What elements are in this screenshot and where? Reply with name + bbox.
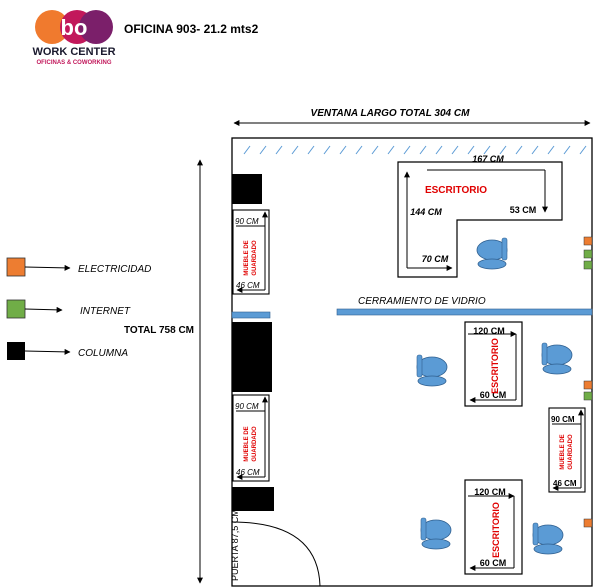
storage-cabinet-1: 90 CM 46 CM MUEBLE DE GUARDADO [232,209,270,295]
door: PUERTA 87,5 CM [230,509,321,587]
desk-middle-width: 120 CM [473,326,505,336]
company-logo: bo [35,10,113,44]
legend: ELECTRICIDAD INTERNET COLUMNA [6,257,151,360]
l-shaped-desk: 167 CM 144 CM 53 CM 70 CM ESCRITORIO [397,154,563,278]
cabinet-3-label-line1: MUEBLE DE [560,434,566,469]
chair-bottom-right [532,522,564,555]
internet-outlet-3 [583,391,593,401]
cabinet-3-height: 90 CM [551,415,575,424]
cabinet-2-label-line2: GUARDADO [252,426,258,462]
electric-outlet-2 [583,380,593,390]
column-top [232,174,262,204]
chair-bottom-left [420,517,452,550]
chair-arm [532,522,539,546]
chairs [416,237,573,555]
desk-middle-depth: 60 CM [480,390,507,400]
electric-outlet-3 [583,518,593,528]
desk-middle: 120 CM 60 CM ESCRITORIO [464,321,523,407]
legend-label-internet: INTERNET [80,306,131,317]
brand-tagline: OFICINAS & COWORKING [37,60,112,66]
legend-label-electricidad: ELECTRICIDAD [78,264,151,275]
chair-back [542,363,572,375]
cabinet-1-height: 90 CM [235,217,259,226]
total-length-dimension: TOTAL 758 CM [124,159,203,584]
desk-bottom-width: 120 CM [474,487,506,497]
chair-middle-right [541,342,573,375]
chair-l-desk [476,237,508,270]
logo-circle-orange [35,10,69,44]
desk-bottom-label: ESCRITORIO [491,502,501,558]
chair-middle-left [416,354,448,387]
window-hatching [243,145,587,155]
glass-partition-left [231,311,271,319]
cabinet-3-label-line2: GUARDADO [568,434,574,470]
page-title: OFICINA 903- 21.2 mts2 [124,22,259,36]
cabinet-3-width: 46 CM [553,479,577,488]
logo-circle-purple [79,10,113,44]
legend-swatch-electricidad [6,257,26,277]
internet-outlet-1 [583,249,593,259]
cabinet-1-label-line1: MUEBLE DE [244,240,250,275]
logo-letters: bo [61,15,88,40]
room-outline [231,137,593,587]
legend-swatch-columna [7,342,25,360]
l-desk-left-dimension: 144 CM [410,207,442,217]
desk-bottom: 120 CM 60 CM ESCRITORIO [464,479,523,575]
legend-label-columna: COLUMNA [78,348,128,359]
cabinet-1-width: 46 CM [236,281,260,290]
total-length-label: TOTAL 758 CM [124,325,194,336]
glass-partition-right [336,308,593,316]
cabinet-2-height: 90 CM [235,402,259,411]
glass-partition-label: CERRAMIENTO DE VIDRIO [358,296,486,307]
desk-bottom-depth: 60 CM [480,558,507,568]
chair-back [477,258,507,270]
column-middle [232,322,272,392]
cabinet-1-label-line2: GUARDADO [252,240,258,276]
brand-name: WORK CENTER [32,46,115,58]
legend-swatch-internet [6,299,26,319]
electric-outlet-1 [583,236,593,246]
chair-back [417,375,447,387]
chair-back [533,543,563,555]
l-desk-right-dimension: 53 CM [510,205,537,215]
l-desk-bottom-dimension: 70 CM [422,254,449,264]
cabinet-2-width: 46 CM [236,468,260,477]
window-dimension: VENTANA LARGO TOTAL 304 CM [233,108,591,126]
column-bottom [232,487,274,511]
l-desk-label: ESCRITORIO [425,185,487,196]
chair-arm [541,342,548,366]
l-desk-top-dimension: 167 CM [472,154,504,164]
desk-middle-label: ESCRITORIO [490,338,500,394]
chair-back [421,538,451,550]
cabinet-2-label-line1: MUEBLE DE [244,426,250,461]
chair-arm [420,517,427,541]
storage-cabinet-3: 90 CM 46 CM MUEBLE DE GUARDADO [548,407,586,493]
chair-arm [416,354,423,378]
chair-arm [501,237,508,261]
storage-cabinet-2: 90 CM 46 CM MUEBLE DE GUARDADO [232,394,270,482]
internet-outlet-2 [583,260,593,270]
window-length-label: VENTANA LARGO TOTAL 304 CM [311,108,471,119]
door-label: PUERTA 87,5 CM [230,509,240,581]
